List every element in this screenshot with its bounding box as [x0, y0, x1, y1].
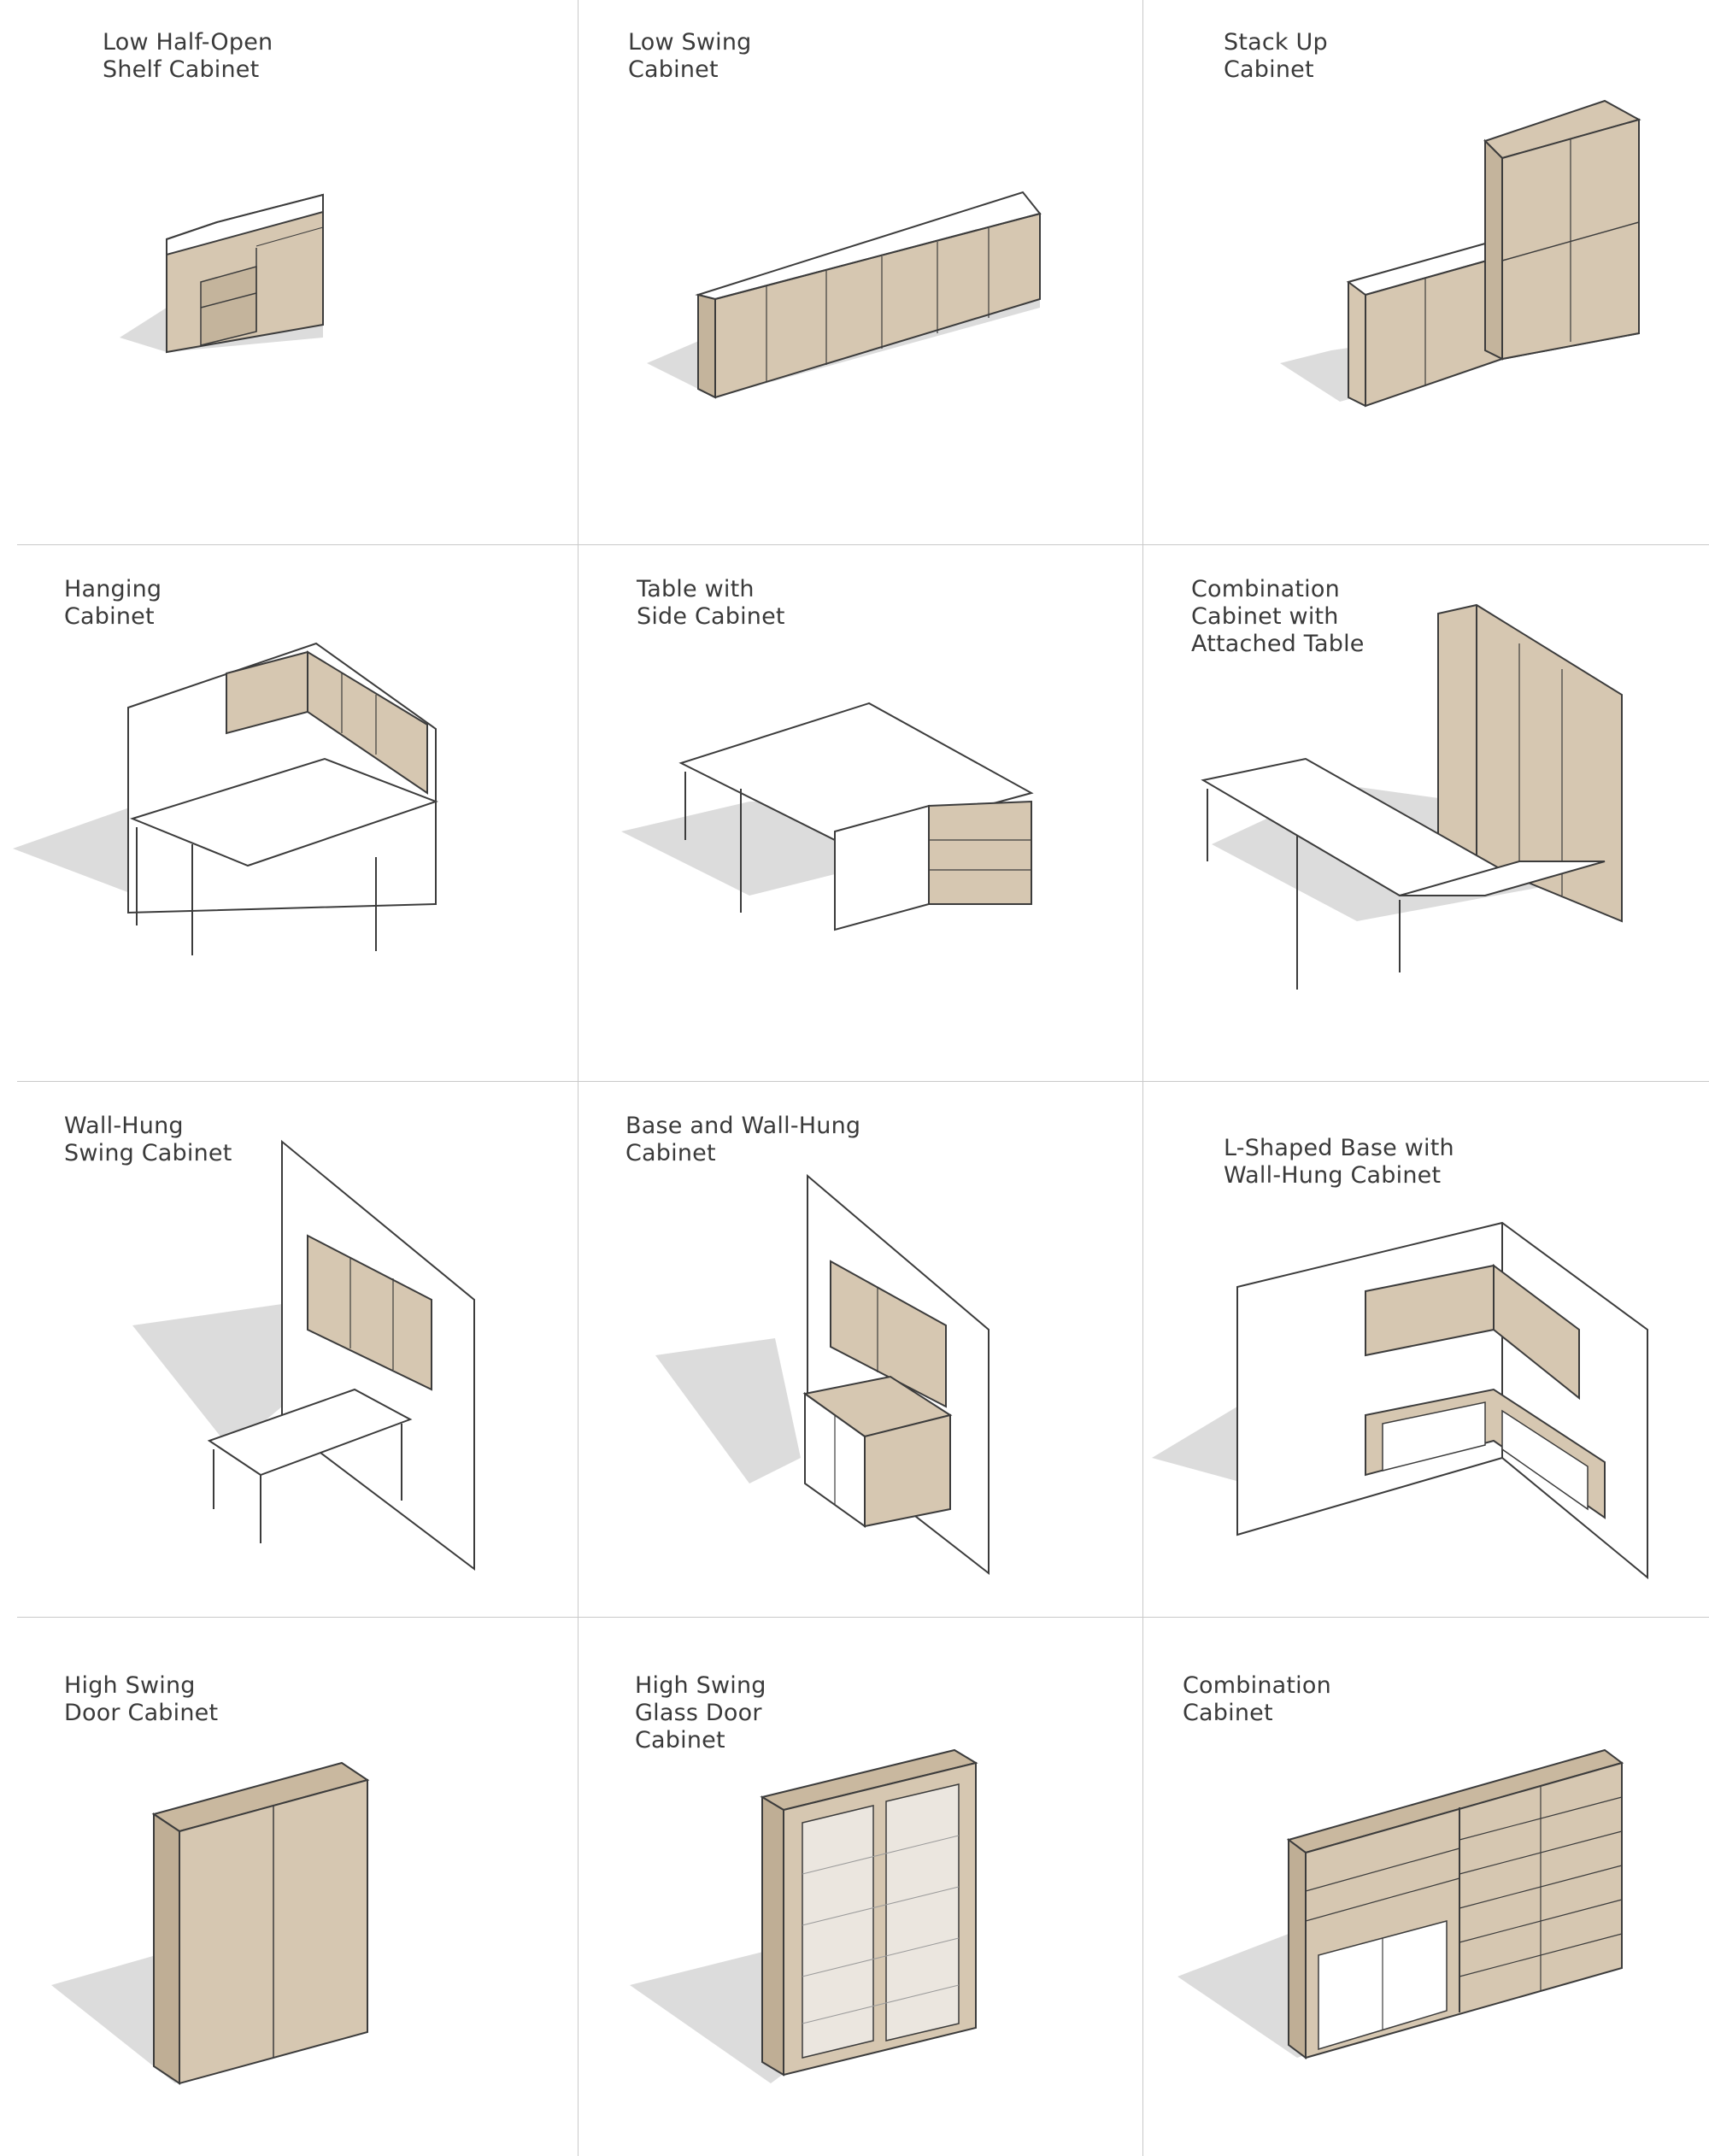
cell-title-line: L-Shaped Base with: [1224, 1135, 1454, 1161]
low-half-open-shelf-cabinet-icon: [120, 193, 324, 354]
cell-title-line: Cabinet: [1183, 1700, 1273, 1726]
low-swing-cabinet-icon: [647, 191, 1042, 399]
cell-high-swing-door-cabinet: High Swing Door Cabinet: [0, 1618, 578, 2156]
cell-low-swing-cabinet: Low Swing Cabinet: [578, 0, 1142, 544]
grid-divider-vertical-2: [1142, 0, 1143, 2156]
cell-title: High Swing Door Cabinet: [64, 1672, 218, 1727]
cell-title-line: Cabinet: [64, 603, 155, 630]
cell-title-line: Stack Up: [1224, 29, 1328, 56]
cell-title-line: Cabinet: [635, 1727, 725, 1754]
cell-title-line: Low Half-Open: [103, 29, 273, 56]
cell-title-line: Cabinet: [1224, 56, 1314, 83]
base-wall-hung-cabinet-icon: [655, 1173, 990, 1576]
cell-title: Wall-Hung Swing Cabinet: [64, 1113, 232, 1167]
cell-high-swing-glass-door-cabinet: High Swing Glass Door Cabinet: [578, 1618, 1142, 2156]
cell-title-line: Cabinet: [625, 1140, 716, 1166]
wall-hung-swing-cabinet-icon: [132, 1139, 475, 1571]
cell-title-line: Combination: [1183, 1672, 1331, 1699]
cell-title: Combination Cabinet with Attached Table: [1191, 576, 1365, 658]
grid-divider-horizontal-2: [17, 1081, 1709, 1082]
cell-stack-up-cabinet: Stack Up Cabinet: [1143, 0, 1709, 544]
cell-title-line: Attached Table: [1191, 631, 1365, 657]
cell-title-line: Combination: [1191, 576, 1340, 602]
cell-title: L-Shaped Base with Wall-Hung Cabinet: [1224, 1135, 1454, 1190]
cell-title-line: Base and Wall-Hung: [625, 1113, 861, 1139]
cell-title: Low Half-Open Shelf Cabinet: [103, 29, 273, 84]
cell-title-line: Cabinet: [628, 56, 719, 83]
cell-title-line: Shelf Cabinet: [103, 56, 260, 83]
cell-title: Stack Up Cabinet: [1224, 29, 1328, 84]
cell-title: Low Swing Cabinet: [628, 29, 752, 84]
cell-title: Table with Side Cabinet: [637, 576, 785, 631]
cell-title-line: Side Cabinet: [637, 603, 785, 630]
cell-combination-cabinet: Combination Cabinet: [1143, 1618, 1709, 2156]
table-side-cabinet-icon: [621, 702, 1034, 931]
cell-table-side-cabinet: Table with Side Cabinet: [578, 545, 1142, 1081]
cell-base-wall-hung-cabinet: Base and Wall-Hung Cabinet: [578, 1082, 1142, 1617]
cell-title-line: Door Cabinet: [64, 1700, 219, 1726]
cell-title-line: Hanging: [64, 576, 162, 602]
stack-up-cabinet-icon: [1280, 99, 1641, 408]
grid-divider-horizontal-1: [17, 544, 1709, 545]
cell-title-line: Cabinet with: [1191, 603, 1339, 630]
grid-divider-horizontal-3: [17, 1617, 1709, 1618]
cell-hanging-cabinet: Hanging Cabinet: [0, 545, 578, 1081]
l-shaped-base-wall-hung-icon: [1152, 1221, 1648, 1580]
hanging-cabinet-icon: [13, 642, 438, 955]
combination-cabinet-icon: [1178, 1748, 1624, 2059]
cell-wall-hung-swing-cabinet: Wall-Hung Swing Cabinet: [0, 1082, 578, 1617]
cell-title-line: Wall-Hung Cabinet: [1224, 1162, 1442, 1189]
high-swing-door-cabinet-icon: [51, 1761, 370, 2085]
cell-title: Hanging Cabinet: [64, 576, 162, 631]
cell-title: Base and Wall-Hung Cabinet: [625, 1113, 860, 1167]
cell-title-line: Swing Cabinet: [64, 1140, 232, 1166]
cell-title: Combination Cabinet: [1183, 1672, 1331, 1727]
cell-l-shaped-base-wall-hung: L-Shaped Base with Wall-Hung Cabinet: [1143, 1082, 1709, 1617]
cell-title-line: Low Swing: [628, 29, 752, 56]
high-swing-glass-door-cabinet-icon: [630, 1748, 978, 2083]
cell-title-line: Glass Door: [635, 1700, 762, 1726]
cell-low-half-open-shelf-cabinet: Low Half-Open Shelf Cabinet: [0, 0, 578, 544]
cell-title-line: High Swing: [635, 1672, 766, 1699]
cell-title-line: High Swing: [64, 1672, 196, 1699]
cell-title-line: Table with: [637, 576, 755, 602]
cell-title-line: Wall-Hung: [64, 1113, 184, 1139]
cell-title: High Swing Glass Door Cabinet: [635, 1672, 766, 1754]
combination-cabinet-table-icon: [1201, 603, 1623, 990]
cell-combination-cabinet-table: Combination Cabinet with Attached Table: [1143, 545, 1709, 1081]
